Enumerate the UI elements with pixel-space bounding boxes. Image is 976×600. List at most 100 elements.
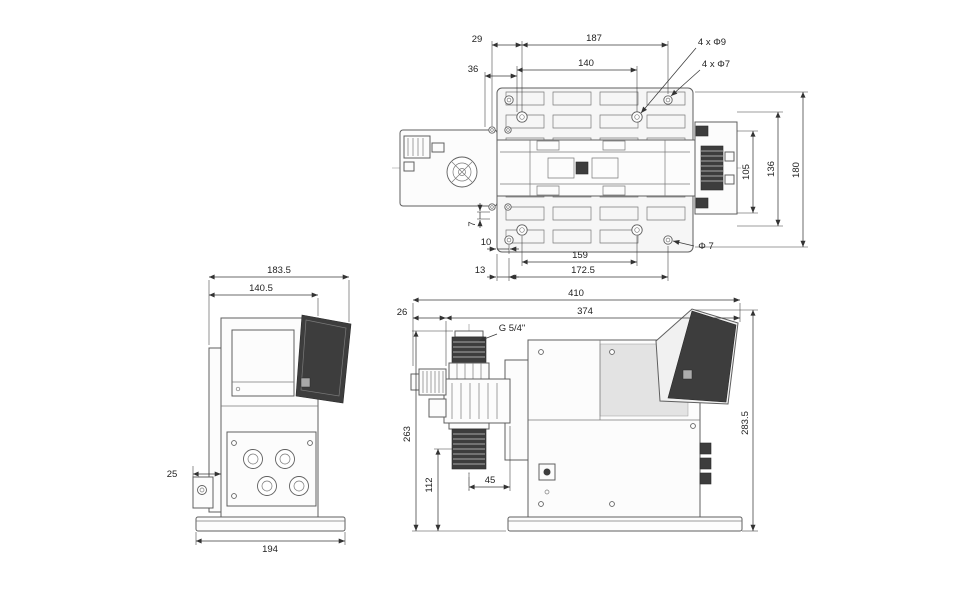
knurled-knob-ribs [701, 150, 723, 182]
base-plate-side [507, 516, 743, 532]
dim-183-5: 183.5 [208, 265, 350, 345]
motor-end-detail-bottom [695, 197, 709, 209]
cable-gland-ribs [407, 138, 424, 156]
display-button-side [682, 369, 693, 380]
valve-port [275, 449, 295, 469]
hole-phi9 [516, 224, 528, 236]
body-screw [690, 423, 696, 429]
discharge-fitting-ribs [453, 341, 485, 358]
dim-136: 136 [737, 111, 783, 227]
dim-105: 105 [737, 130, 758, 214]
front-view: 183.5 140.5 25 194 [167, 265, 352, 555]
dim-label-159: 159 [572, 250, 588, 261]
dim-10: 10 [481, 237, 519, 254]
callout-4x-phi9: 4 x Φ9 [640, 37, 726, 114]
mid-body-lines [500, 140, 690, 196]
dim-45: 45 [468, 426, 511, 491]
dim-label-283-5: 283.5 [740, 411, 751, 435]
dim-374: 374 [445, 306, 740, 366]
dim-263: 263 [402, 330, 506, 532]
flange-hole [504, 126, 512, 134]
knurled-knob [700, 145, 724, 191]
dim-label-140-5: 140.5 [249, 283, 273, 294]
side-gland-tip [410, 373, 420, 391]
dim-label-263: 263 [402, 426, 413, 442]
dim-label-172-5: 172.5 [571, 265, 595, 276]
valve-port [289, 476, 309, 496]
hole-phi9 [631, 111, 643, 123]
motor-end-detail-top [695, 125, 709, 137]
dim-140-5: 140.5 [209, 283, 319, 316]
dim-112: 112 [424, 448, 452, 531]
dim-180: 180 [695, 91, 808, 248]
dim-label-36: 36 [468, 64, 479, 75]
body-screw [538, 501, 544, 507]
nameplate-dot [235, 386, 241, 392]
nameplate [231, 329, 295, 397]
callout-phi7: Φ 7 [672, 240, 714, 252]
mid-body-dark-detail [575, 161, 589, 175]
bracket-hole [197, 485, 207, 495]
body-screw [538, 349, 544, 355]
dim-label-10: 10 [481, 237, 492, 248]
base-plate-front [195, 516, 346, 532]
head-screw [307, 440, 313, 446]
discharge-fitting [451, 336, 487, 364]
dim-label-105: 105 [741, 164, 752, 180]
control-display-frame [300, 319, 347, 397]
gland-fitting [431, 142, 445, 153]
dim-label-112: 112 [424, 477, 435, 492]
cable-gland-top [403, 135, 431, 159]
dim-label-136: 136 [766, 161, 777, 177]
adjust-dial-center [458, 168, 466, 176]
callout-label-4x-phi9: 4 x Φ9 [698, 37, 726, 48]
drain-dot [544, 489, 550, 495]
dim-194: 194 [195, 532, 346, 555]
dim-label-7: 7 [467, 221, 478, 226]
cable-gland-tab-3 [699, 472, 712, 485]
dim-label-45: 45 [485, 475, 496, 486]
dim-label-194: 194 [262, 544, 278, 555]
hole-phi7 [663, 95, 673, 105]
body-seams-side [528, 340, 700, 421]
adjust-dial-mid [452, 162, 472, 182]
cable-gland-tab-1 [699, 442, 712, 455]
hole-phi7 [663, 235, 673, 245]
side-gland-ribs [422, 371, 444, 393]
side-view: 410 374 26 G 5/4" 263 112 45 [397, 288, 758, 532]
dim-label-13: 13 [475, 265, 486, 276]
flange-hole [488, 126, 496, 134]
dim-410: 410 [412, 288, 741, 366]
callout-thread: G 5/4" [478, 323, 526, 342]
dim-label-140: 140 [578, 58, 594, 69]
dim-label-180: 180 [791, 162, 802, 178]
hole-phi7 [504, 95, 514, 105]
dim-13: 13 [475, 254, 519, 281]
valve-port [243, 449, 263, 469]
hole-phi9 [631, 224, 643, 236]
dosing-head-side [443, 378, 511, 424]
dim-7: 7 [467, 203, 490, 228]
dim-36: 36 [468, 64, 517, 127]
hole-phi9 [516, 111, 528, 123]
adjust-dial-spokes [451, 161, 473, 183]
callout-label-thread: G 5/4" [499, 323, 526, 334]
suction-flange [448, 422, 490, 430]
bracket-hole-inner [199, 487, 205, 493]
dim-label-410: 410 [568, 288, 584, 299]
housing-detail [403, 161, 415, 172]
dim-label-29: 29 [472, 34, 483, 45]
motor-end-tab-2 [724, 174, 735, 185]
dim-label-183-5: 183.5 [267, 265, 291, 276]
body-screw [609, 501, 615, 507]
drain-hole [543, 468, 551, 476]
display-button [300, 377, 311, 388]
top-view: 29 187 140 36 4 x Φ9 4 x Φ7 105 [392, 33, 808, 281]
dim-140: 140 [516, 58, 638, 112]
dim-29: 29 [472, 34, 523, 126]
mid-body-slots [536, 140, 626, 196]
flange-hole [504, 203, 512, 211]
dim-label-25: 25 [167, 469, 178, 480]
